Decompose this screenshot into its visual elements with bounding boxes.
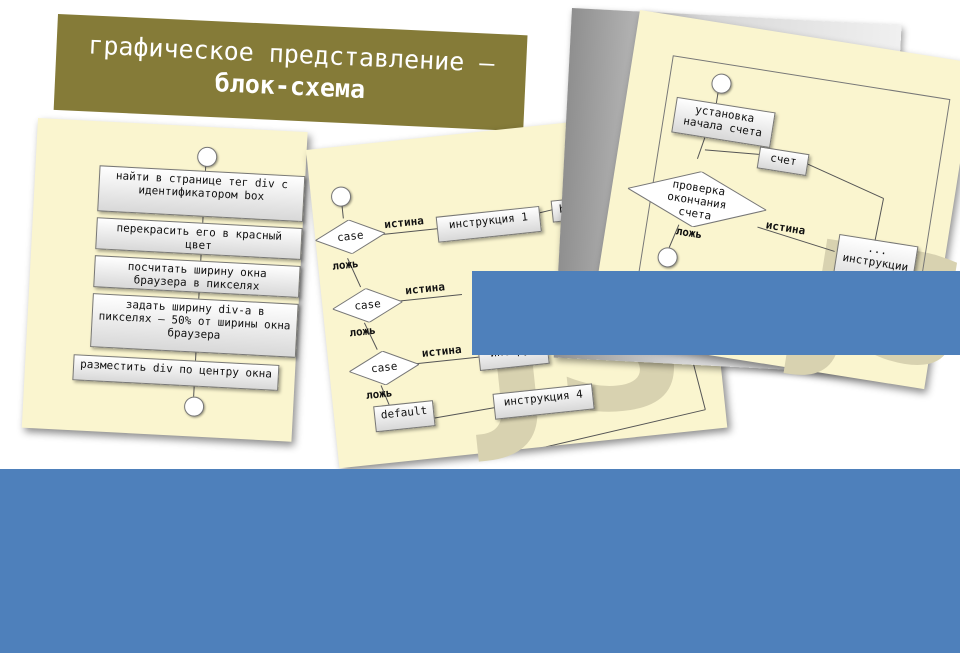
- case-label-2: case: [353, 297, 382, 313]
- blue-panel-lower: [0, 469, 960, 653]
- flowchart-loop-card: .JS установка начала счета счет проверка…: [588, 10, 960, 406]
- false-label-2: ложь: [348, 323, 377, 340]
- case-decision-2: case: [331, 285, 404, 326]
- case-label-3: case: [370, 359, 399, 376]
- loop-condition: проверка окончания счета: [624, 161, 771, 238]
- step-set-width: задать ширину div-а в пикселях – 50% от …: [90, 293, 299, 358]
- blue-panel-upper: [472, 271, 960, 355]
- case-decision-3: case: [348, 347, 421, 388]
- case-label-1: case: [336, 228, 365, 245]
- sequence-connectors: [193, 164, 207, 397]
- flowchart-sequence-card: найти в странице тег div с идентификатор…: [21, 118, 308, 442]
- case-decision-1: case: [314, 216, 387, 257]
- false-label-1: ложь: [331, 257, 360, 273]
- title-banner: графическое представление – блок-схема: [53, 14, 528, 132]
- false-label-3: ложь: [365, 386, 394, 403]
